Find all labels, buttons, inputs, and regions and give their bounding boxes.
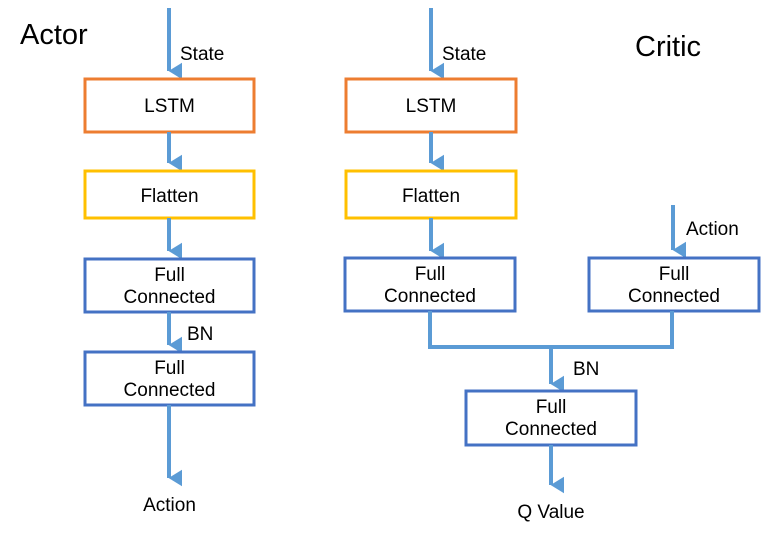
actor-fc1-label-line2: Connected (124, 287, 216, 308)
actor-section: Actor State LSTM Flatten Full Connected … (20, 8, 256, 516)
critic-bn-label: BN (573, 359, 599, 380)
critic-lstm-label: LSTM (406, 96, 457, 117)
critic-fc-action-label-line1: Full (659, 264, 690, 285)
critic-fc-state-label-line2: Connected (384, 286, 476, 307)
critic-action-label: Action (686, 219, 739, 240)
critic-fc-action-label-line2: Connected (628, 286, 720, 307)
critic-flatten-label: Flatten (402, 186, 460, 207)
actor-lstm-label: LSTM (144, 96, 195, 117)
actor-bn-label: BN (187, 324, 213, 345)
critic-merge-connector (428, 311, 674, 349)
actor-fc2-label-line1: Full (154, 358, 185, 379)
actor-flatten-label: Flatten (140, 186, 198, 207)
actor-state-label: State (180, 44, 224, 65)
critic-lstm-box[interactable] (344, 77, 518, 134)
actor-fc1-label-line1: Full (154, 265, 185, 286)
critic-fc-merge-label-line1: Full (536, 397, 567, 418)
critic-fc-action-box[interactable] (587, 256, 761, 313)
actor-fc1-box[interactable] (83, 257, 256, 314)
critic-fc-merge-label-line2: Connected (505, 419, 597, 440)
actor-heading: Actor (20, 19, 88, 51)
actor-flatten-box[interactable] (83, 169, 256, 220)
actor-output-label: Action (143, 495, 196, 516)
critic-output-label: Q Value (517, 502, 584, 523)
critic-section: Critic State LSTM Flatten Full Connected… (343, 8, 761, 523)
actor-fc2-label-line2: Connected (124, 380, 216, 401)
critic-fc-state-label-line1: Full (415, 264, 446, 285)
critic-state-label: State (442, 44, 486, 65)
critic-fc-state-box[interactable] (343, 256, 517, 313)
critic-fc-merge-box[interactable] (464, 389, 638, 447)
critic-flatten-box[interactable] (344, 169, 518, 220)
critic-heading: Critic (635, 31, 701, 63)
